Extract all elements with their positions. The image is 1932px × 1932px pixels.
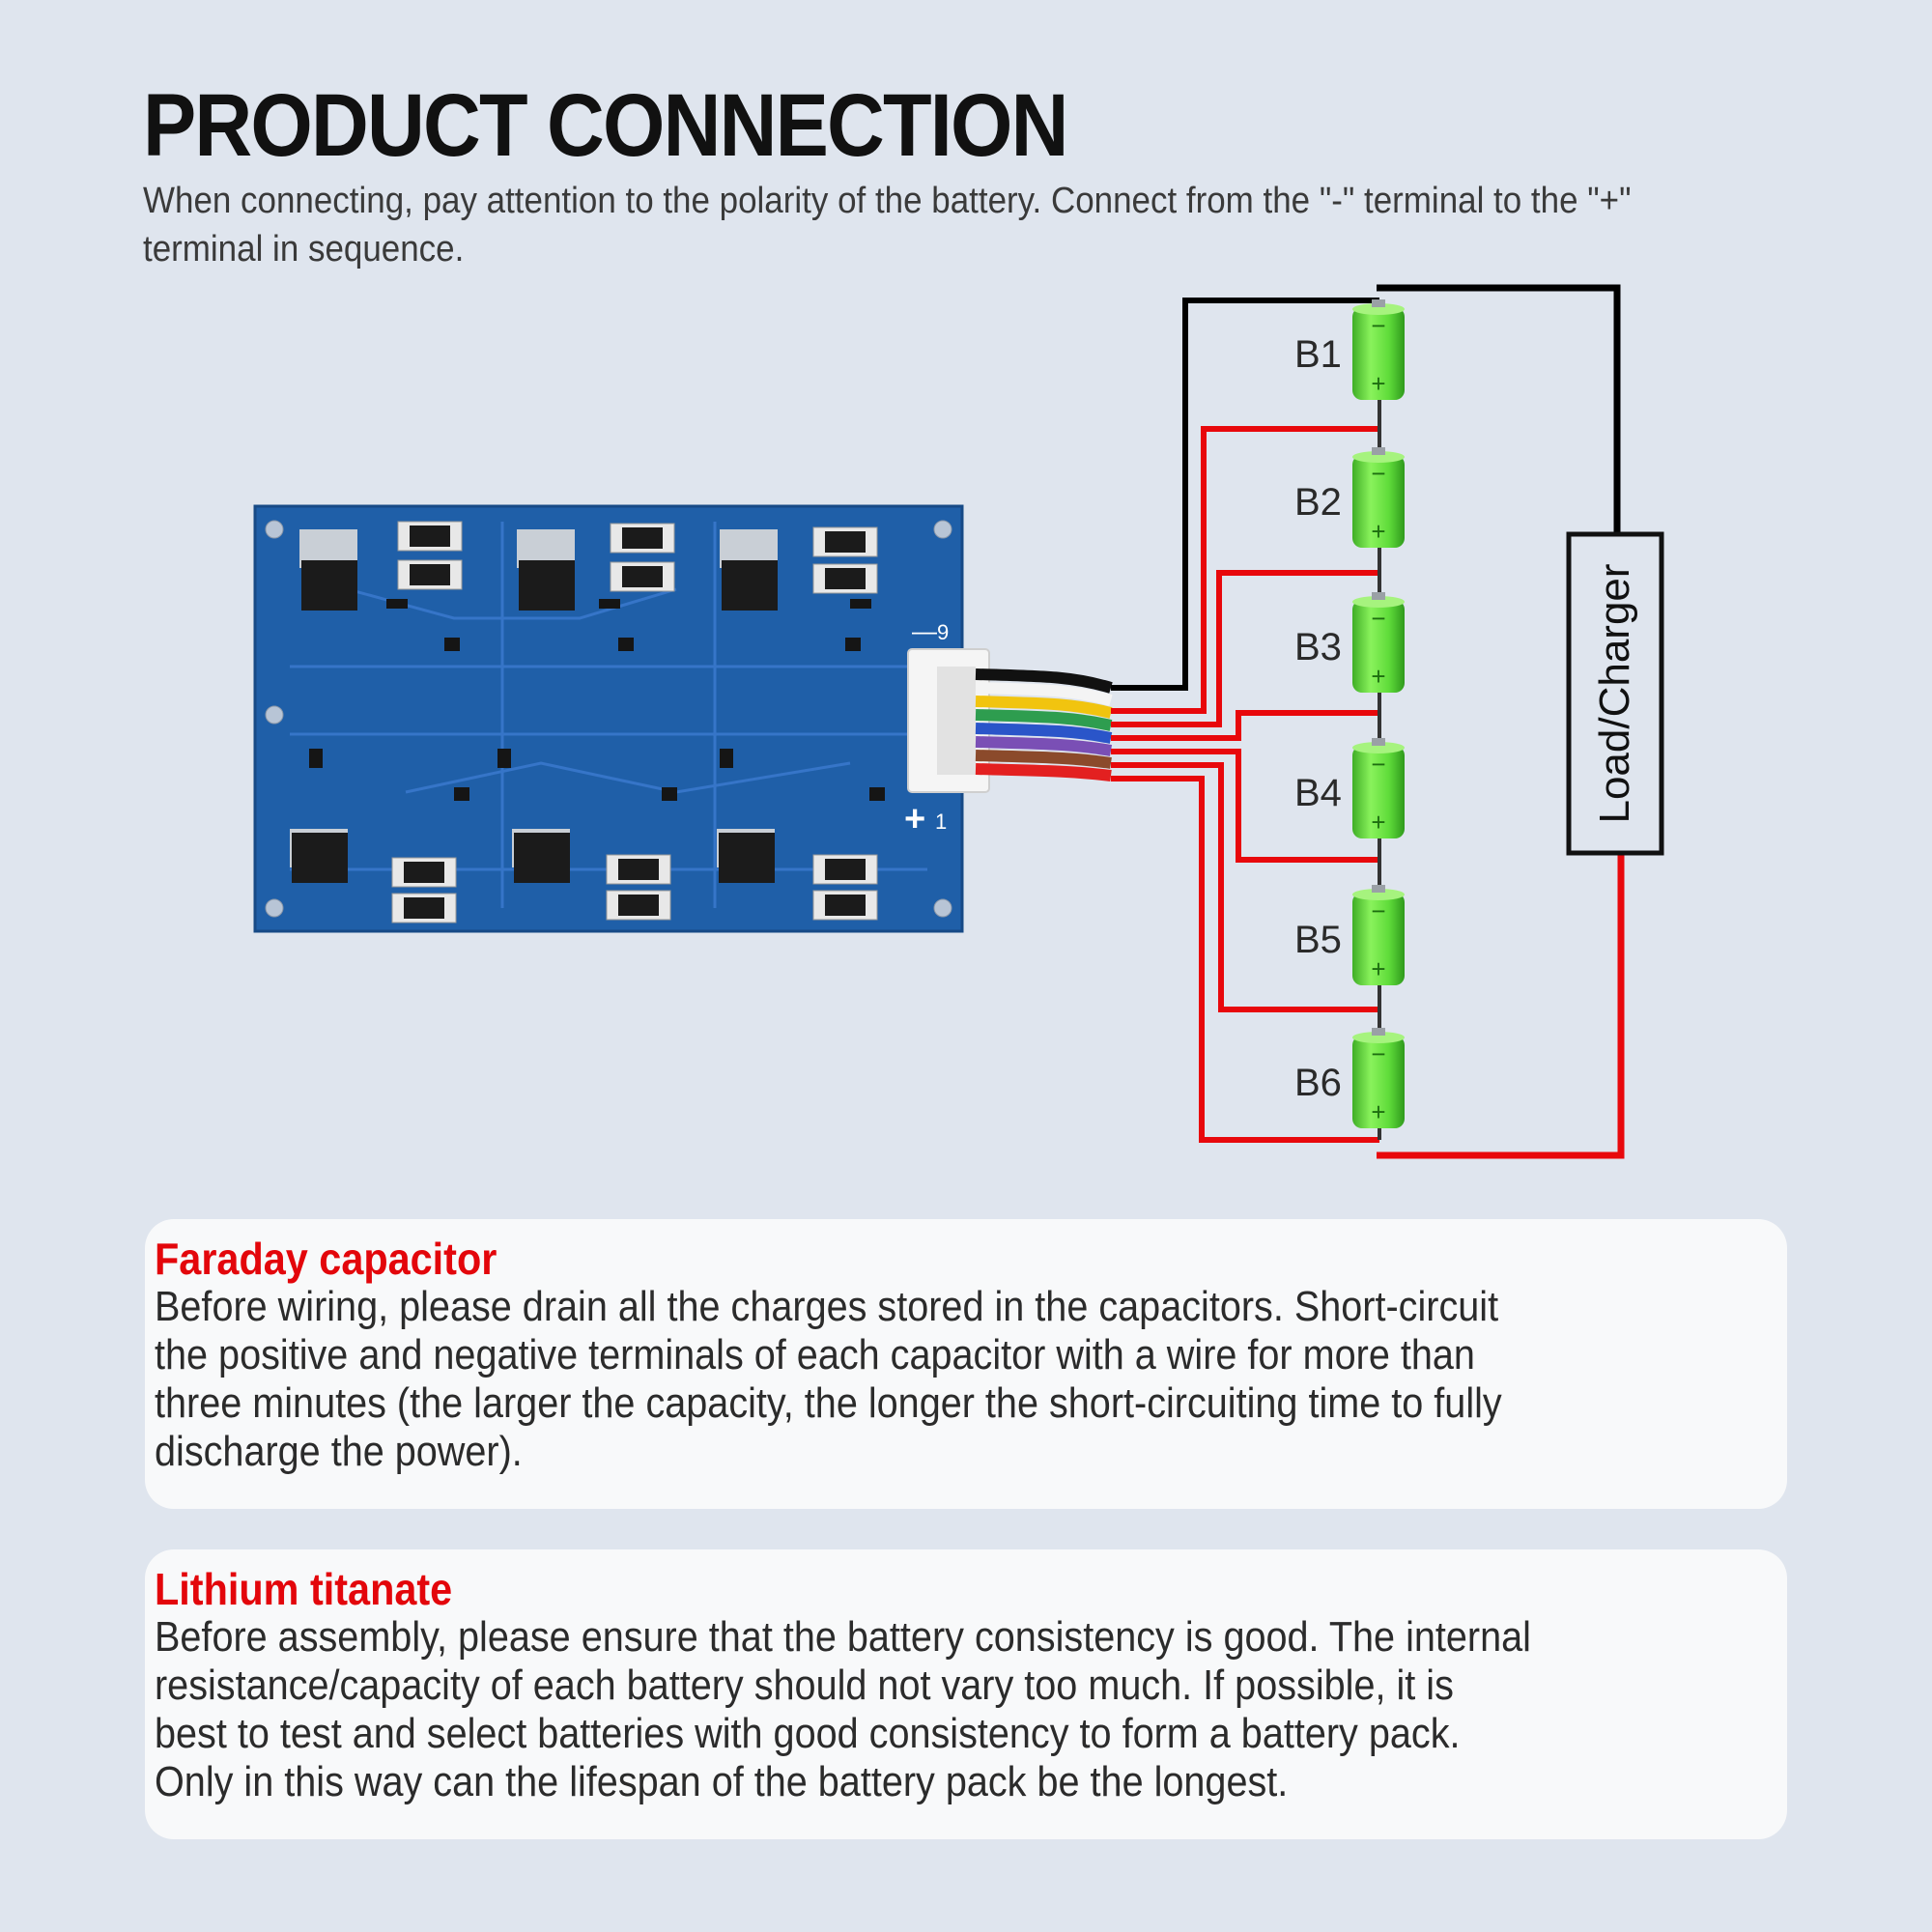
transistor-top-row (299, 529, 778, 611)
svg-text:−: − (1371, 311, 1385, 340)
svg-text:−: − (1371, 896, 1385, 925)
faraday-capacitor-card: Faraday capacitor Before wiring, please … (145, 1219, 1787, 1509)
connector-plus-pin: 1 (935, 810, 947, 834)
battery-cell: − + B5 (1294, 885, 1405, 985)
load-charger: Load/Charger (1566, 531, 1664, 856)
cable-wire (975, 668, 1113, 694)
cable-bundle (975, 668, 1113, 781)
cable-wire (975, 723, 1113, 744)
battery-cell: − + B6 (1294, 1028, 1405, 1128)
connector-plus-sign: + (904, 799, 925, 839)
svg-text:+: + (1371, 517, 1385, 546)
battery-stack: −+B1−+B2−+B3−+B4−+B5−+B6 (1294, 299, 1405, 1128)
cable-wire (975, 736, 1113, 756)
svg-text:+: + (1371, 954, 1385, 983)
connector-minus-pin: 9 (937, 620, 949, 644)
svg-text:+: + (1371, 662, 1385, 691)
battery-label: B4 (1294, 772, 1342, 814)
cable-wire (975, 696, 1113, 719)
svg-text:−: − (1371, 750, 1385, 779)
battery-cell: − + B4 (1294, 738, 1405, 838)
faraday-capacitor-text: Before wiring, please drain all the char… (155, 1283, 1502, 1475)
battery-label: B6 (1294, 1062, 1342, 1104)
balance-wires (1111, 298, 1379, 1143)
svg-text:+: + (1371, 369, 1385, 398)
lithium-titanate-title: Lithium titanate (155, 1564, 453, 1614)
transistor-bottom-row (290, 829, 775, 883)
cable-wire (975, 682, 1113, 706)
battery-cell: − + B3 (1294, 592, 1405, 693)
faraday-capacitor-title: Faraday capacitor (155, 1234, 497, 1284)
connector-minus-sign: — (912, 616, 937, 645)
power-resistors (391, 521, 878, 923)
battery-label: B1 (1294, 333, 1342, 376)
battery-label: B2 (1294, 481, 1342, 524)
page-title: PRODUCT CONNECTION (143, 76, 1068, 175)
lithium-titanate-text: Before assembly, please ensure that the … (155, 1613, 1531, 1805)
svg-text:+: + (1371, 808, 1385, 837)
svg-text:−: − (1371, 1039, 1385, 1068)
battery-label: B3 (1294, 626, 1342, 668)
page-subtitle: When connecting, pay attention to the po… (143, 181, 1632, 270)
lithium-titanate-card: Lithium titanate Before assembly, please… (145, 1549, 1787, 1839)
cable-wire (975, 763, 1112, 781)
connection-diagram: — 9 + 1 −+B1−+B2−+B3−+B4−+B5−+B6 Load/Ch… (253, 284, 1664, 1159)
bms-board: — 9 + 1 (253, 504, 990, 933)
load-charger-label: Load/Charger (1591, 563, 1638, 823)
battery-cell: − + B2 (1294, 447, 1405, 548)
pack-wires (1377, 284, 1625, 1159)
svg-text:−: − (1371, 459, 1385, 488)
svg-text:−: − (1371, 604, 1385, 633)
cable-wire (975, 750, 1112, 769)
cable-wire (975, 709, 1113, 731)
svg-text:+: + (1371, 1097, 1385, 1126)
battery-cell: − + B1 (1294, 299, 1405, 400)
battery-label: B5 (1294, 919, 1342, 961)
